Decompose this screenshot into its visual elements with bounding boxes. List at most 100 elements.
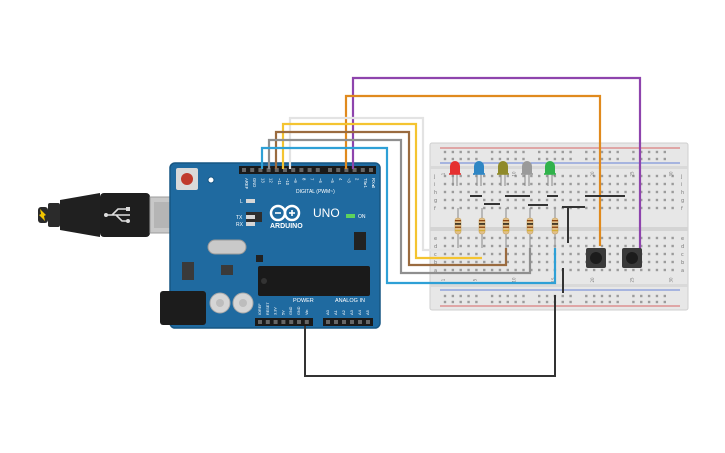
breadboard-hole[interactable] (514, 198, 517, 202)
breadboard-hole[interactable] (514, 157, 517, 161)
breadboard-hole[interactable] (538, 206, 541, 210)
breadboard-hole[interactable] (467, 260, 470, 264)
breadboard-hole[interactable] (514, 300, 517, 304)
breadboard-hole[interactable] (616, 294, 619, 298)
breadboard-hole[interactable] (663, 300, 666, 304)
breadboard-hole[interactable] (616, 252, 619, 256)
breadboard-hole[interactable] (671, 190, 674, 194)
breadboard-hole[interactable] (451, 157, 455, 161)
breadboard-hole[interactable] (585, 174, 588, 178)
breadboard-hole[interactable] (498, 182, 502, 186)
breadboard-hole[interactable] (592, 300, 596, 304)
breadboard-hole[interactable] (522, 294, 525, 298)
breadboard-hole[interactable] (514, 150, 517, 154)
breadboard-hole[interactable] (459, 198, 462, 202)
breadboard-hole[interactable] (538, 236, 541, 240)
breadboard-hole[interactable] (608, 198, 612, 202)
breadboard-hole[interactable] (475, 190, 478, 194)
breadboard-hole[interactable] (655, 198, 659, 202)
breadboard-hole[interactable] (553, 182, 557, 186)
breadboard-hole[interactable] (545, 294, 549, 298)
breadboard-hole[interactable] (538, 198, 541, 202)
breadboard-hole[interactable] (490, 150, 494, 154)
breadboard-hole[interactable] (506, 252, 509, 256)
breadboard-hole[interactable] (545, 190, 549, 194)
breadboard-hole[interactable] (506, 190, 509, 194)
breadboard-hole[interactable] (443, 206, 447, 210)
breadboard-hole[interactable] (545, 198, 549, 202)
breadboard-hole[interactable] (443, 198, 447, 202)
breadboard-hole[interactable] (608, 190, 612, 194)
breadboard-hole[interactable] (585, 236, 588, 240)
breadboard-hole[interactable] (608, 182, 612, 186)
breadboard-hole[interactable] (467, 174, 470, 178)
breadboard-hole[interactable] (671, 268, 674, 272)
analog-pin[interactable] (334, 320, 338, 324)
breadboard-hole[interactable] (490, 300, 494, 304)
breadboard-hole[interactable] (655, 206, 659, 210)
breadboard-hole[interactable] (671, 252, 674, 256)
breadboard-hole[interactable] (490, 260, 494, 264)
breadboard-hole[interactable] (443, 244, 447, 248)
breadboard-hole[interactable] (498, 244, 502, 248)
breadboard-hole[interactable] (475, 157, 478, 161)
breadboard-hole[interactable] (671, 244, 674, 248)
breadboard-hole[interactable] (632, 268, 635, 272)
breadboard-hole[interactable] (632, 182, 635, 186)
digital-pin[interactable] (352, 168, 357, 172)
breadboard-hole[interactable] (514, 260, 517, 264)
breadboard-hole[interactable] (530, 174, 533, 178)
breadboard-hole[interactable] (506, 300, 509, 304)
digital-pin[interactable] (360, 168, 365, 172)
breadboard-hole[interactable] (561, 157, 564, 161)
breadboard-hole[interactable] (545, 252, 549, 256)
breadboard-hole[interactable] (514, 190, 517, 194)
breadboard-hole[interactable] (585, 198, 588, 202)
digital-pin[interactable] (299, 168, 304, 172)
breadboard-hole[interactable] (600, 206, 604, 210)
breadboard-hole[interactable] (585, 182, 588, 186)
breadboard-hole[interactable] (522, 198, 525, 202)
power-pin[interactable] (273, 320, 278, 324)
breadboard-hole[interactable] (545, 157, 549, 161)
breadboard-hole[interactable] (483, 206, 486, 210)
breadboard-hole[interactable] (632, 300, 635, 304)
breadboard-hole[interactable] (475, 236, 478, 240)
breadboard-hole[interactable] (475, 252, 478, 256)
breadboard-hole[interactable] (514, 268, 517, 272)
breadboard-hole[interactable] (569, 300, 572, 304)
breadboard-hole[interactable] (569, 174, 572, 178)
breadboard-hole[interactable] (624, 182, 627, 186)
breadboard-hole[interactable] (616, 260, 619, 264)
breadboard-hole[interactable] (490, 236, 494, 240)
breadboard-hole[interactable] (475, 150, 478, 154)
breadboard-hole[interactable] (569, 182, 572, 186)
breadboard-hole[interactable] (443, 190, 447, 194)
breadboard-hole[interactable] (616, 157, 619, 161)
breadboard-hole[interactable] (569, 244, 572, 248)
breadboard-hole[interactable] (538, 300, 541, 304)
breadboard-hole[interactable] (632, 190, 635, 194)
breadboard-hole[interactable] (451, 260, 455, 264)
breadboard-hole[interactable] (522, 206, 525, 210)
breadboard-hole[interactable] (514, 252, 517, 256)
breadboard-hole[interactable] (475, 174, 478, 178)
breadboard-hole[interactable] (483, 244, 486, 248)
breadboard-hole[interactable] (459, 190, 462, 194)
breadboard[interactable]: jjiihhggffeeddccbbaa11551010151520202525… (429, 142, 689, 311)
breadboard-hole[interactable] (561, 150, 564, 154)
breadboard-hole[interactable] (538, 182, 541, 186)
breadboard-hole[interactable] (514, 294, 517, 298)
breadboard-hole[interactable] (577, 182, 580, 186)
breadboard-hole[interactable] (632, 198, 635, 202)
breadboard-hole[interactable] (647, 190, 651, 194)
breadboard-hole[interactable] (655, 260, 659, 264)
arduino-uno-board[interactable]: ARDUINO UNO L TX RX ON DIGITAL (PWM~) AR… (160, 162, 381, 329)
breadboard-hole[interactable] (451, 244, 455, 248)
breadboard-hole[interactable] (530, 260, 533, 264)
breadboard-hole[interactable] (600, 300, 604, 304)
digital-pin[interactable] (242, 168, 246, 172)
breadboard-hole[interactable] (585, 294, 588, 298)
breadboard-hole[interactable] (585, 190, 588, 194)
breadboard-hole[interactable] (655, 174, 659, 178)
